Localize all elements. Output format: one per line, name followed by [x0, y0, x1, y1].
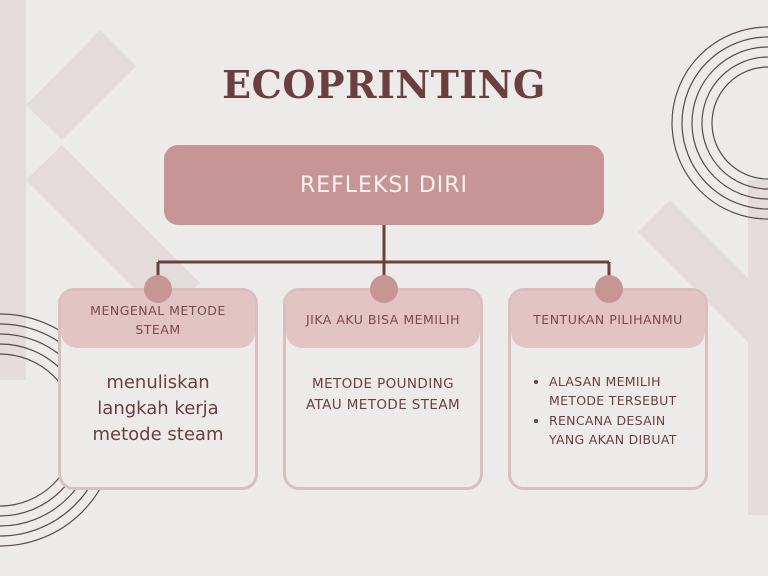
connector-lines: [156, 225, 611, 280]
card-jika-aku-bisa-memilih: JIKA AKU BISA MEMILIH METODE POUNDING AT…: [283, 288, 483, 490]
root-node-label: REFLEKSI DIRI: [299, 172, 469, 198]
card-tentukan-pilihanmu: TENTUKAN PILIHANMU ALASAN MEMILIH METODE…: [508, 288, 708, 490]
concentric-circles-top-right: [671, 26, 768, 220]
card-mengenal-metode: MENGENAL METODE STEAM menuliskan langkah…: [58, 288, 258, 490]
page-title: ECOPRINTING: [222, 62, 546, 107]
card-body-text: menuliskan langkah kerja metode steam: [92, 372, 224, 445]
card-heading: MENGENAL METODE STEAM: [61, 291, 255, 348]
connector-dot: [370, 275, 398, 303]
k-stem-right: [748, 180, 768, 515]
connector-dot: [144, 275, 172, 303]
connector-dot: [595, 275, 623, 303]
list-item: RENCANA DESAIN YANG AKAN DIBUAT: [549, 411, 693, 449]
k-arm-right: [638, 200, 748, 342]
k-arm-upper: [26, 30, 136, 140]
root-node: REFLEKSI DIRI: [164, 145, 604, 225]
list-item: ALASAN MEMILIH METODE TERSEBUT: [549, 372, 693, 410]
k-stem-left: [0, 0, 26, 380]
bullet-list: ALASAN MEMILIH METODE TERSEBUT RENCANA D…: [523, 366, 693, 449]
card-body-text: METODE POUNDING ATAU METODE STEAM: [305, 376, 461, 413]
